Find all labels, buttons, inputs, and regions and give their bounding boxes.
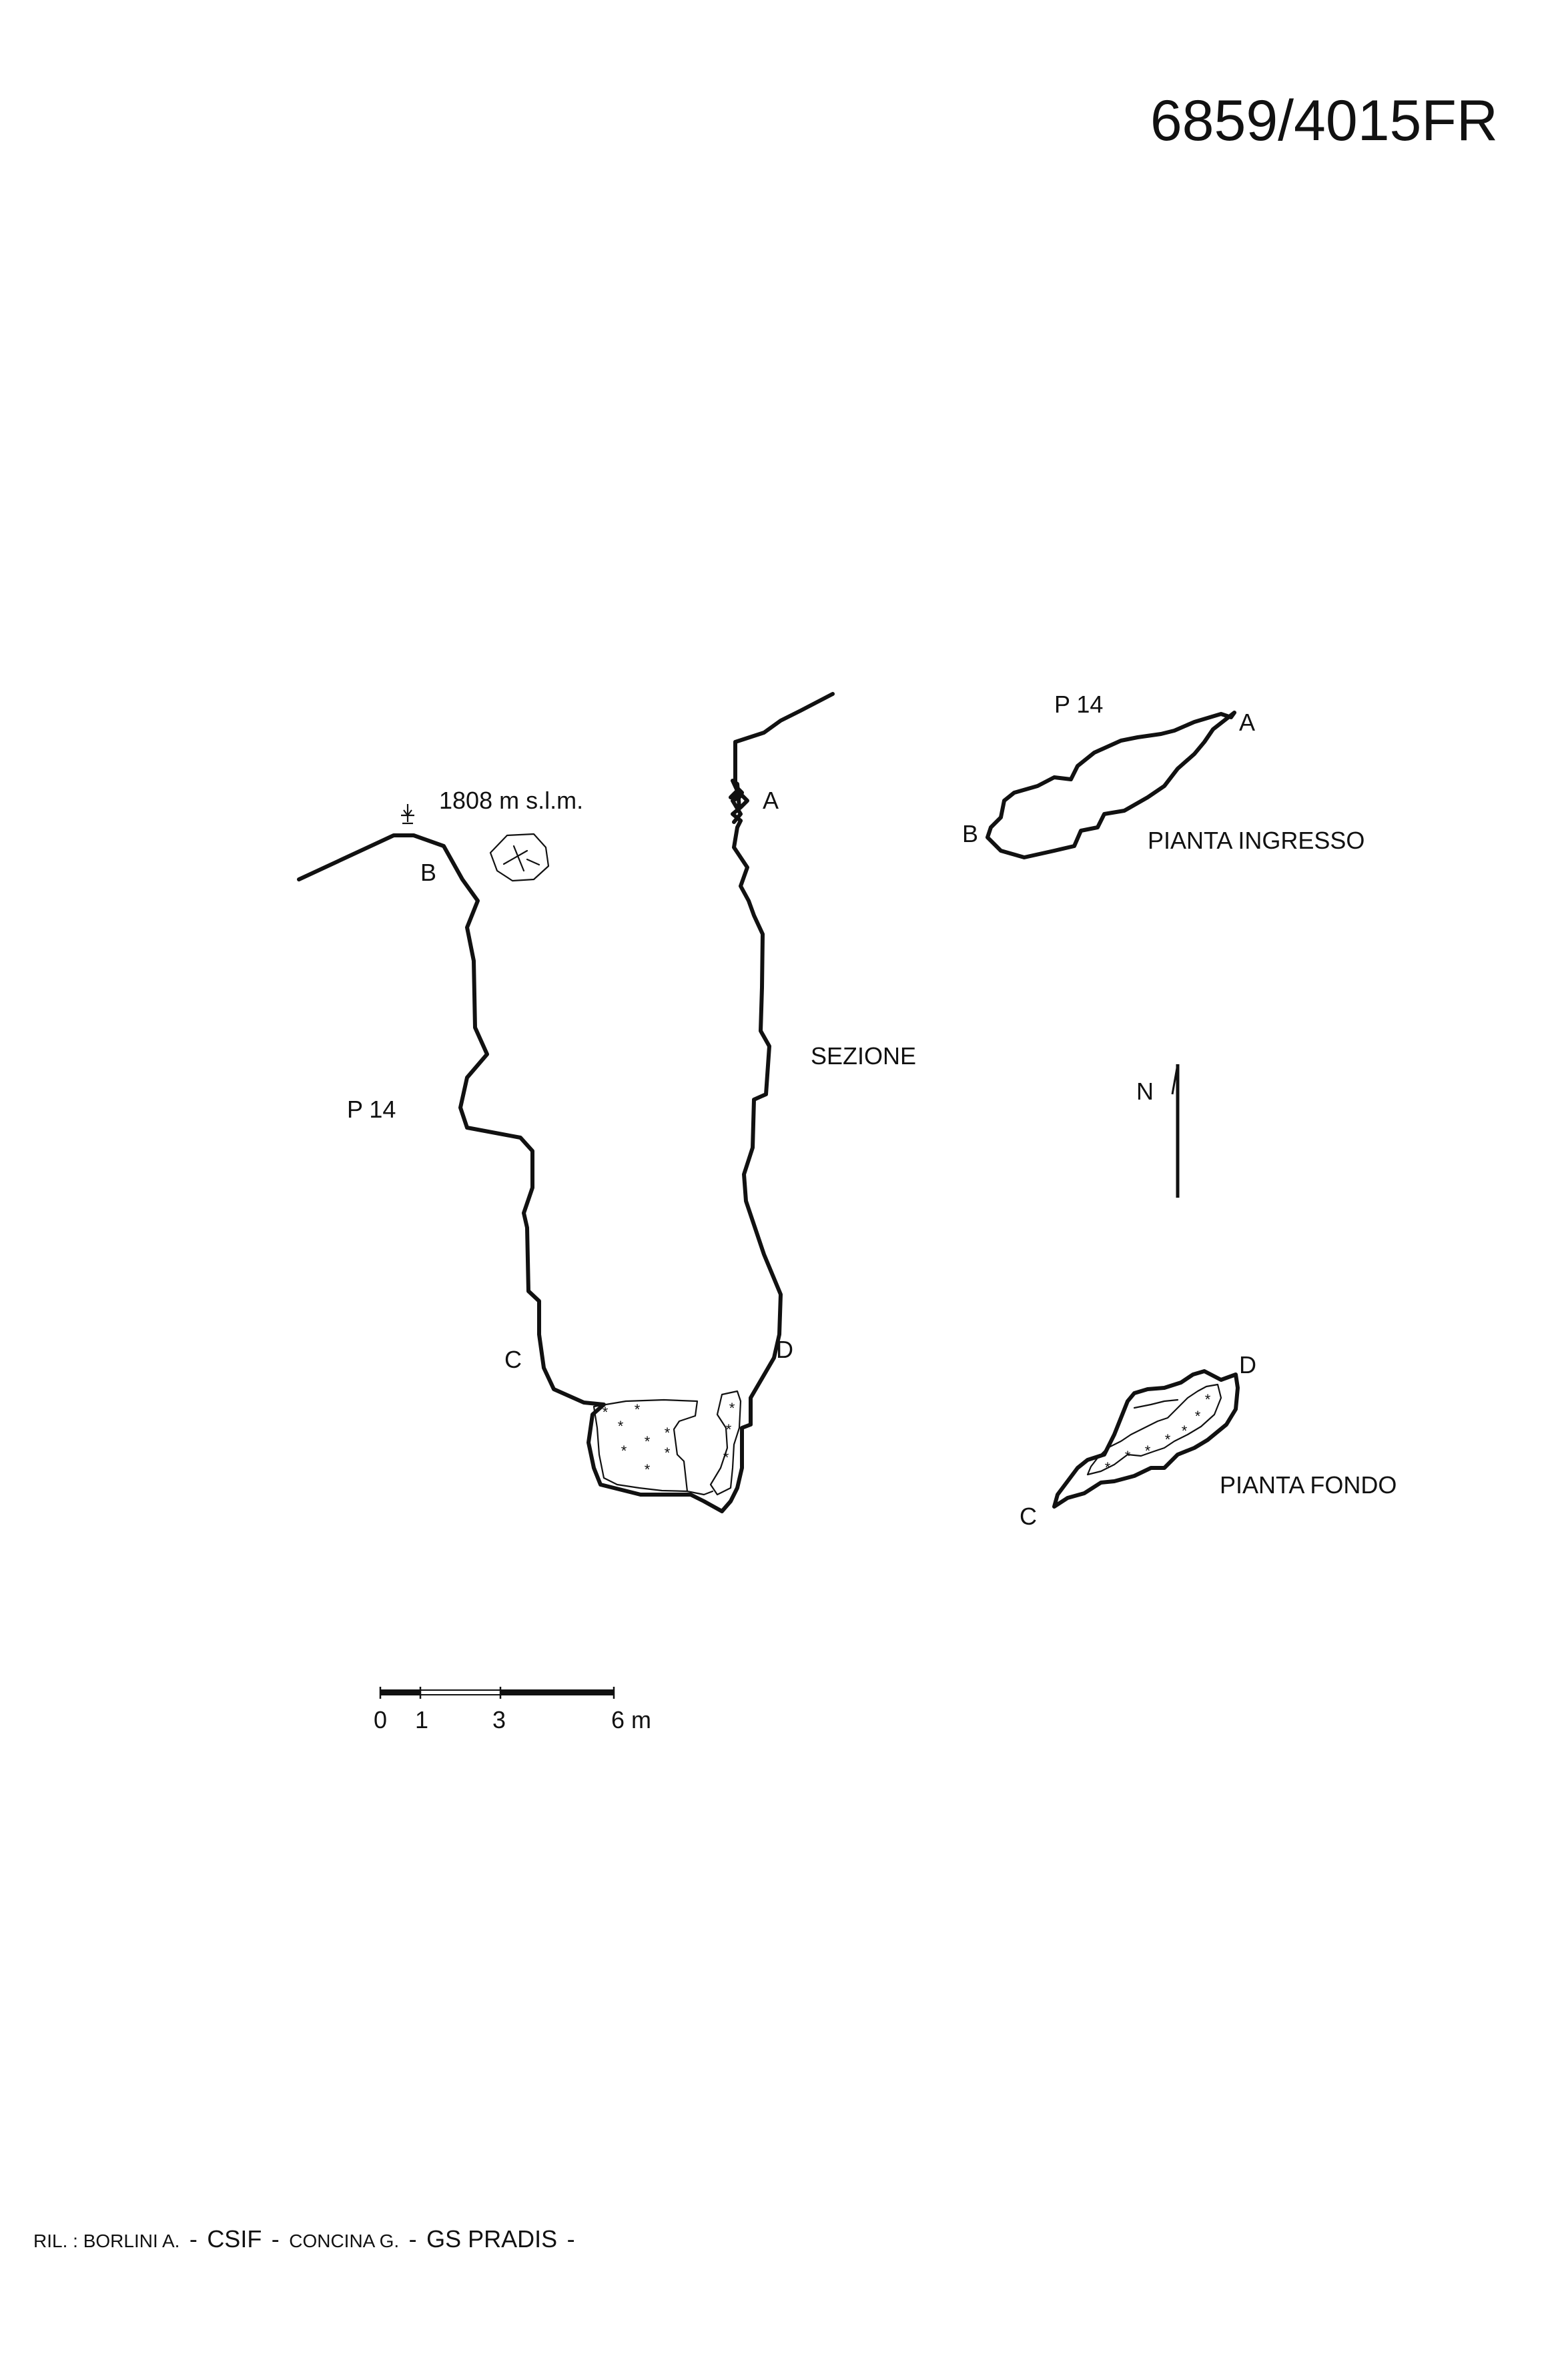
boulder-symbol: * bbox=[1182, 1423, 1188, 1439]
credit-surveyor2: CONCINA G. bbox=[289, 2231, 399, 2251]
plan-bottom-outline bbox=[1052, 1369, 1240, 1509]
boulder-symbol: * bbox=[645, 1433, 651, 1450]
plan-entrance-point-b: B bbox=[962, 820, 978, 847]
plan-bottom-title: PIANTA FONDO bbox=[1220, 1471, 1397, 1499]
boulder-symbol: * bbox=[635, 1401, 641, 1418]
plan-bottom-boulders: * * * * * * * bbox=[1105, 1391, 1211, 1476]
section-title: SEZIONE bbox=[811, 1042, 916, 1070]
section-bottom-chamber bbox=[593, 1399, 699, 1493]
boulder-symbol: * bbox=[621, 1443, 627, 1459]
boulder-symbol: * bbox=[665, 1425, 671, 1441]
scale-tick-6m: 6 m bbox=[611, 1706, 651, 1733]
plan-entrance-title: PIANTA INGRESSO bbox=[1148, 827, 1364, 854]
boulder-symbol: * bbox=[665, 1445, 671, 1461]
section-pitch-label: P 14 bbox=[347, 1096, 396, 1123]
section-bottom-chamber-link bbox=[686, 1490, 714, 1496]
section-point-d: D bbox=[776, 1336, 793, 1363]
scale-tick-3: 3 bbox=[492, 1706, 506, 1733]
plan-entrance-pitch: P 14 bbox=[1054, 691, 1103, 718]
section-point-b: B bbox=[420, 859, 436, 886]
boulder-symbol: * bbox=[603, 1404, 609, 1421]
cave-number-title: 6859/4015FR bbox=[1150, 89, 1498, 153]
credit-separator: - bbox=[189, 2225, 198, 2253]
altitude-label: 1808 m s.l.m. bbox=[439, 787, 583, 814]
boulder-symbol: * bbox=[645, 1461, 651, 1478]
section-bottom-chamber-inner bbox=[709, 1390, 742, 1496]
boulder-symbol: * bbox=[726, 1421, 732, 1438]
plan-bottom-point-c: C bbox=[1020, 1503, 1037, 1530]
credit-group1: CSIF bbox=[207, 2225, 262, 2253]
section-point-a: A bbox=[763, 787, 779, 814]
plan-bottom-point-d: D bbox=[1239, 1351, 1256, 1379]
boulder-symbol: * bbox=[618, 1418, 624, 1435]
boulder-symbol: * bbox=[1145, 1443, 1151, 1459]
boulder-symbol: * bbox=[723, 1449, 729, 1466]
boulder-symbol: * bbox=[1195, 1408, 1201, 1425]
entrance-marker-icon bbox=[401, 804, 414, 825]
boulder-symbol: * bbox=[1105, 1459, 1111, 1476]
section-right-wall bbox=[729, 692, 835, 824]
boulder-symbol: * bbox=[1165, 1431, 1171, 1448]
credits-line: RIL. : BORLINI A. - CSIF - CONCINA G. - … bbox=[33, 2225, 575, 2253]
north-arrow-icon bbox=[1171, 1064, 1180, 1198]
section-left-wall bbox=[297, 819, 783, 1513]
scale-bar bbox=[379, 1687, 615, 1699]
boulder-symbol: * bbox=[1205, 1391, 1211, 1408]
section-profile bbox=[297, 692, 835, 1513]
section-boulders: * * * * * * * * * * * bbox=[603, 1400, 735, 1478]
north-arrow-label: N bbox=[1136, 1078, 1154, 1105]
section-point-c: C bbox=[504, 1346, 522, 1373]
credit-separator: - bbox=[567, 2225, 575, 2253]
boulder-symbol: * bbox=[729, 1400, 735, 1417]
plan-entrance-outline bbox=[986, 711, 1236, 859]
scale-tick-0: 0 bbox=[374, 1706, 387, 1733]
credit-separator: - bbox=[272, 2225, 280, 2253]
plan-entrance-point-a: A bbox=[1239, 709, 1255, 736]
scale-tick-1: 1 bbox=[415, 1706, 428, 1733]
credit-surveyor1: RIL. : BORLINI A. bbox=[33, 2231, 179, 2251]
credit-group2: GS PRADIS bbox=[426, 2225, 557, 2253]
surface-rock-sketch bbox=[489, 833, 550, 882]
boulder-symbol: * bbox=[1125, 1448, 1131, 1465]
credit-separator: - bbox=[409, 2225, 417, 2253]
